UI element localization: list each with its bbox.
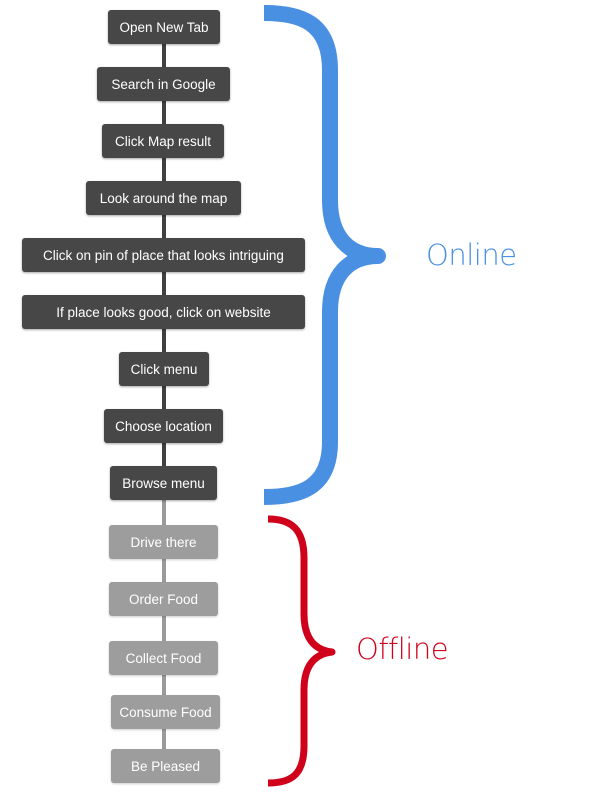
step-consume-food: Consume Food bbox=[111, 695, 220, 729]
step-be-pleased: Be Pleased bbox=[111, 749, 220, 783]
step-look-around-map: Look around the map bbox=[86, 181, 241, 215]
step-choose-location: Choose location bbox=[104, 409, 223, 443]
offline-phase-label: Offline bbox=[356, 632, 449, 666]
step-click-on-pin: Click on pin of place that looks intrigu… bbox=[22, 238, 305, 272]
online-connector-line bbox=[162, 40, 166, 510]
online-phase-label: Online bbox=[426, 238, 517, 272]
step-click-on-website: If place looks good, click on website bbox=[22, 295, 305, 329]
step-browse-menu: Browse menu bbox=[110, 466, 217, 500]
step-order-food: Order Food bbox=[109, 582, 218, 616]
step-click-menu: Click menu bbox=[119, 352, 209, 386]
step-click-map-result: Click Map result bbox=[102, 124, 224, 158]
offline-connector-line bbox=[162, 500, 166, 772]
step-open-new-tab: Open New Tab bbox=[108, 10, 220, 44]
offline-brace bbox=[267, 515, 336, 787]
step-search-in-google: Search in Google bbox=[97, 67, 230, 101]
step-collect-food: Collect Food bbox=[109, 641, 218, 675]
step-drive-there: Drive there bbox=[109, 525, 218, 559]
